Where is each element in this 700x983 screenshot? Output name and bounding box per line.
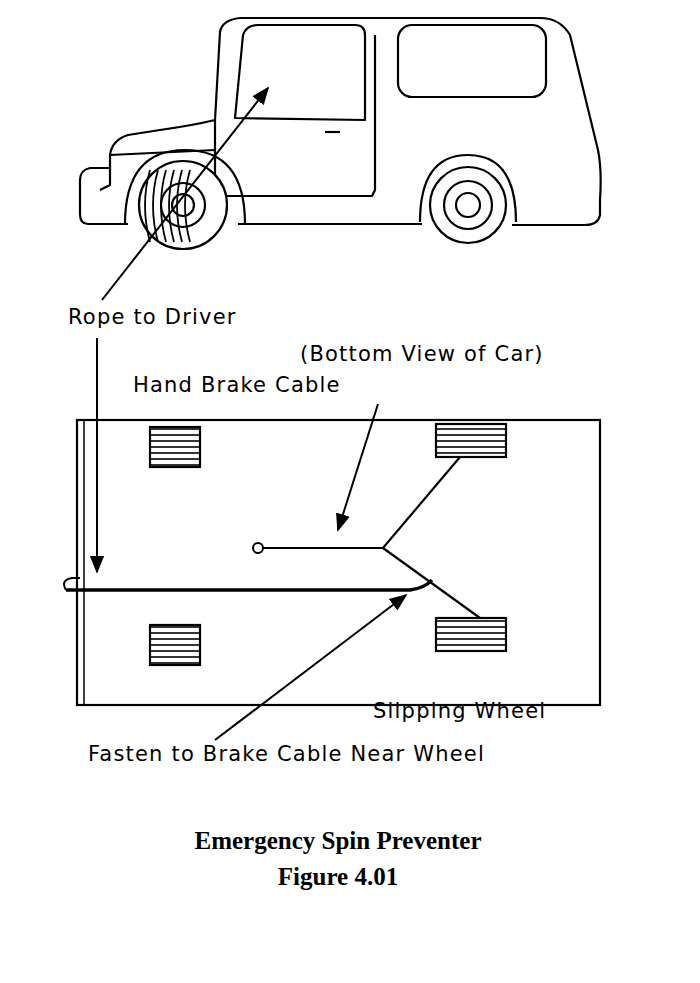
cable-label: Hand Brake Cable [133, 374, 341, 397]
tire-wrap [185, 170, 190, 242]
rope-line [102, 88, 268, 300]
tire-wrap [169, 170, 174, 242]
fasten-label: Fasten to Brake Cable Near Wheel [88, 743, 485, 766]
leader-arrow [338, 404, 378, 530]
tire-wrap [177, 170, 182, 242]
leader-arrow [96, 338, 98, 572]
tire-wrap [145, 170, 150, 242]
view-label: (Bottom View of Car) [300, 343, 544, 366]
wheel-label: Slipping Wheel [373, 700, 546, 723]
car-bottom-view [64, 420, 600, 705]
car-side-view [80, 18, 601, 249]
rope-label: Rope to Driver [68, 306, 237, 329]
figure-caption: Emergency Spin Preventer [0, 826, 676, 856]
tire-wrap [161, 170, 166, 242]
figure-number: Figure 4.01 [0, 862, 676, 892]
